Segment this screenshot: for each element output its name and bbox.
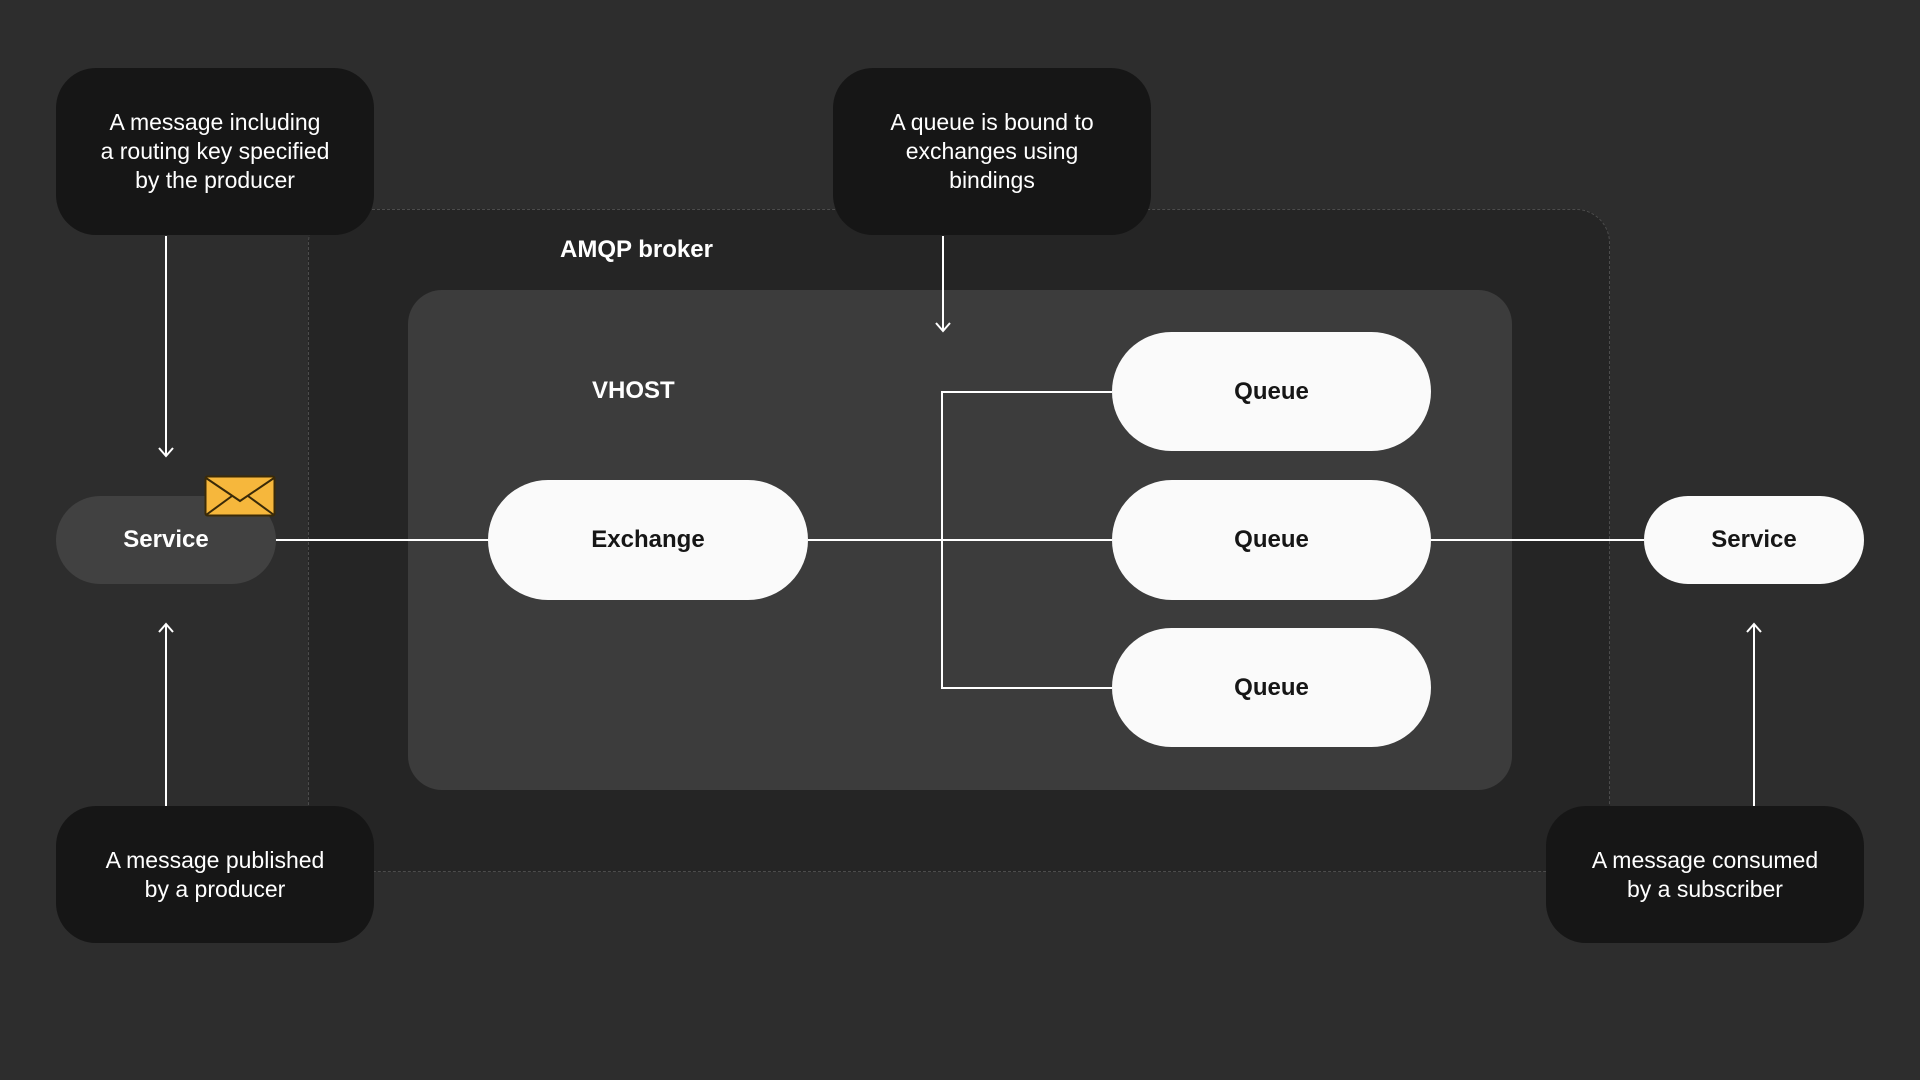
arrow-consumed-head xyxy=(1746,622,1762,633)
exchange-node[interactable]: Exchange xyxy=(488,480,808,600)
queue-label: Queue xyxy=(1234,377,1309,405)
note-published: A message published by a producer xyxy=(56,806,374,943)
note-routing-key-text: A message including a routing key specif… xyxy=(100,109,330,193)
queue-node-bottom[interactable]: Queue xyxy=(1112,628,1431,747)
note-bindings-text: A queue is bound to exchanges using bind… xyxy=(890,109,1094,193)
note-consumed-text: A message consumed by a subscriber xyxy=(1591,846,1819,902)
consumer-service-label: Service xyxy=(1711,526,1797,553)
exchange-label: Exchange xyxy=(591,526,705,553)
note-published-text: A message published by a producer xyxy=(105,846,325,902)
producer-service-label: Service xyxy=(123,526,209,553)
note-bindings: A queue is bound to exchanges using bind… xyxy=(833,68,1151,235)
arrow-bindings-head xyxy=(935,322,951,333)
broker-label: AMQP broker xyxy=(560,236,713,263)
vhost-label: VHOST xyxy=(592,377,675,404)
line-binding-branch xyxy=(941,391,1112,689)
queue-node-top[interactable]: Queue xyxy=(1112,332,1431,451)
note-routing-key: A message including a routing key specif… xyxy=(56,68,374,235)
arrow-routing-key-head xyxy=(158,447,174,458)
queue-node-middle[interactable]: Queue xyxy=(1112,480,1431,600)
queue-label: Queue xyxy=(1234,673,1309,701)
consumer-service-node[interactable]: Service xyxy=(1644,496,1864,584)
arrow-published-head xyxy=(158,622,174,633)
envelope-icon xyxy=(204,475,276,517)
queue-label: Queue xyxy=(1234,526,1309,553)
note-consumed: A message consumed by a subscriber xyxy=(1546,806,1864,943)
